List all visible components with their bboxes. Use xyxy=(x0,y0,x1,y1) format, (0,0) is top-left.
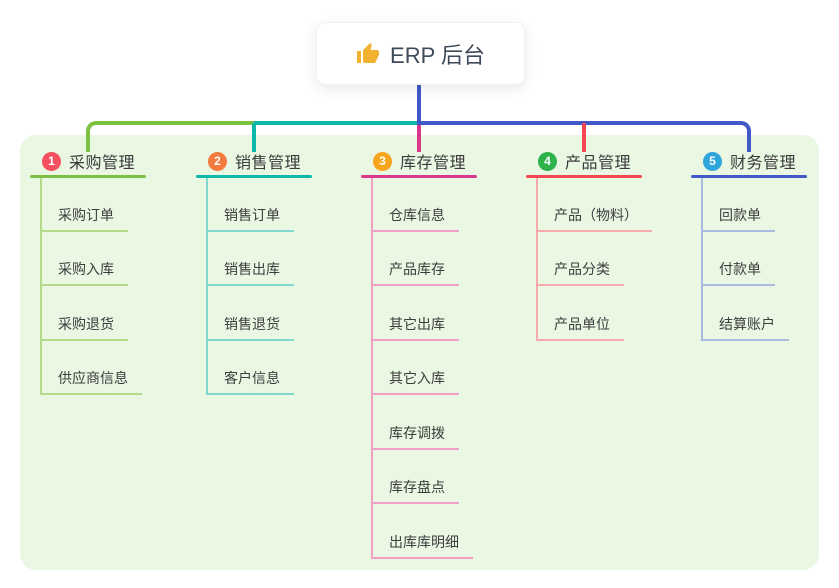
root-node[interactable]: ERP 后台 xyxy=(316,22,525,85)
connector-line xyxy=(98,121,254,125)
branch-header[interactable]: 4 产品管理 xyxy=(526,148,642,174)
root-title: ERP 后台 xyxy=(390,42,485,68)
branch-number-badge: 1 xyxy=(42,151,61,171)
branch-4: 4 产品管理产品（物料） 产品分类产品单位 xyxy=(526,148,652,341)
child-node[interactable]: 仓库信息 xyxy=(371,204,459,232)
branch-underline xyxy=(361,175,477,178)
branch-1: 1 采购管理采购订单采购入库采购退货供应商信息 xyxy=(30,148,146,395)
child-node[interactable]: 销售出库 xyxy=(206,258,294,286)
branches-panel xyxy=(20,135,819,570)
child-node[interactable]: 付款单 xyxy=(701,258,775,286)
connector-line xyxy=(254,121,421,125)
child-node[interactable]: 销售订单 xyxy=(206,204,294,232)
connector-line xyxy=(86,121,102,152)
child-node[interactable]: 结算账户 xyxy=(701,313,789,341)
child-node[interactable]: 产品（物料） xyxy=(536,204,652,232)
branch-3: 3 库存管理仓库信息产品库存其它出库其它入库库存调拨库存盘点出库库明细 xyxy=(361,148,477,559)
child-node[interactable]: 销售退货 xyxy=(206,313,294,341)
branch-number-badge: 4 xyxy=(538,151,557,171)
child-node[interactable]: 采购入库 xyxy=(40,258,128,286)
child-node[interactable]: 采购订单 xyxy=(40,204,128,232)
branch-trunk-line xyxy=(701,178,703,341)
branch-label: 采购管理 xyxy=(69,155,136,172)
child-node[interactable]: 库存盘点 xyxy=(371,476,459,504)
branch-underline xyxy=(30,175,146,178)
child-node[interactable]: 产品单位 xyxy=(536,313,624,341)
branch-trunk-line xyxy=(40,178,42,395)
branch-label: 销售管理 xyxy=(235,155,302,172)
thumbs-up-icon xyxy=(356,42,380,66)
branch-label: 产品管理 xyxy=(565,155,632,172)
branch-header[interactable]: 1 采购管理 xyxy=(30,148,146,174)
branch-number-badge: 3 xyxy=(373,151,392,171)
branch-underline xyxy=(691,175,807,178)
branch-trunk-line xyxy=(371,178,373,559)
branch-label: 库存管理 xyxy=(400,155,467,172)
branch-number-badge: 5 xyxy=(703,151,722,171)
branch-2: 2 销售管理销售订单销售出库销售退货客户信息 xyxy=(196,148,312,395)
child-node[interactable]: 其它出库 xyxy=(371,313,459,341)
branch-trunk-line xyxy=(536,178,538,341)
connector-line xyxy=(735,121,751,152)
branch-underline xyxy=(196,175,312,178)
branch-header[interactable]: 2 销售管理 xyxy=(196,148,312,174)
branch-header[interactable]: 3 库存管理 xyxy=(361,148,477,174)
child-node[interactable]: 供应商信息 xyxy=(40,367,142,395)
child-node[interactable]: 回款单 xyxy=(701,204,775,232)
branch-number-badge: 2 xyxy=(208,151,227,171)
child-node[interactable]: 产品分类 xyxy=(536,258,624,286)
connector-line xyxy=(417,123,421,152)
connector-line xyxy=(419,121,739,125)
child-node[interactable]: 库存调拨 xyxy=(371,422,459,450)
child-node[interactable]: 出库库明细 xyxy=(371,531,473,559)
branch-5: 5 财务管理回款单付款单结算账户 xyxy=(691,148,807,341)
connector-line xyxy=(582,123,586,152)
child-node[interactable]: 客户信息 xyxy=(206,367,294,395)
child-node[interactable]: 产品库存 xyxy=(371,258,459,286)
connector-line xyxy=(417,83,421,125)
connector-line xyxy=(252,123,256,152)
branch-trunk-line xyxy=(206,178,208,395)
child-node[interactable]: 采购退货 xyxy=(40,313,128,341)
child-node[interactable]: 其它入库 xyxy=(371,367,459,395)
branch-underline xyxy=(526,175,642,178)
branch-header[interactable]: 5 财务管理 xyxy=(691,148,807,174)
branch-label: 财务管理 xyxy=(730,155,797,172)
